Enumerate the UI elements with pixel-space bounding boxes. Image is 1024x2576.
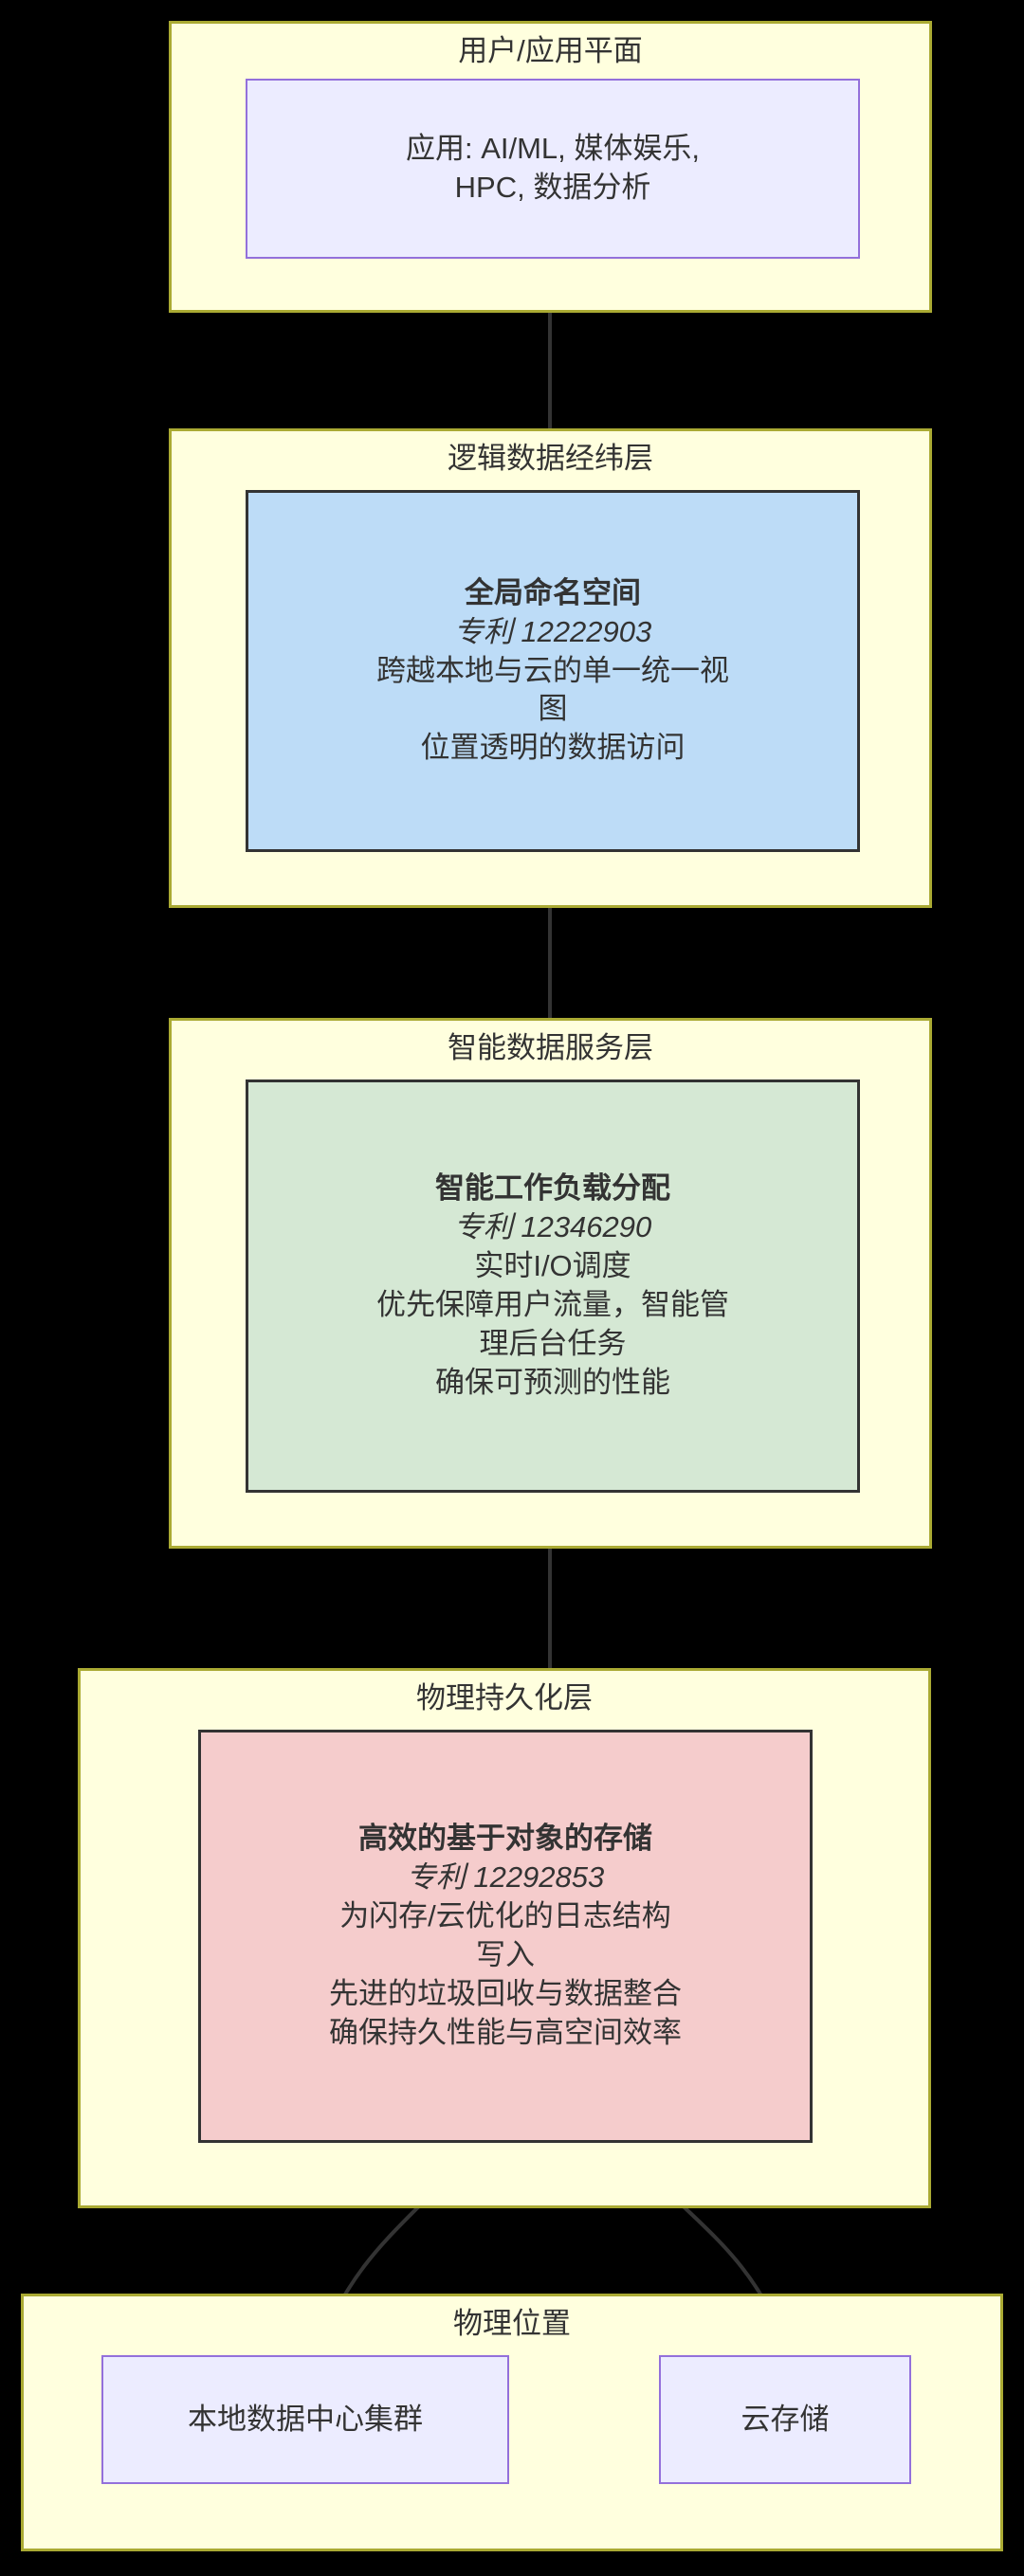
node-efficient-object-based-storage[interactable]: 高效的基于对象的存储 专利 12292853 为闪存/云优化的日志结构 写入 先… — [198, 1730, 813, 2143]
cluster-intelligent-data-services-layer: 智能数据服务层 智能工作负载分配 专利 12346290 实时I/O调度 优先保… — [169, 1018, 932, 1549]
node-efficient-object-based-storage-line-4: 确保持久性能与高空间效率 — [329, 2015, 682, 2049]
cluster-user-application-plane: 用户/应用平面 应用: AI/ML, 媒体娱乐, HPC, 数据分析 — [169, 21, 932, 313]
node-global-namespace-line-1: 跨越本地与云的单一统一视 — [376, 653, 729, 687]
node-global-namespace-line-3: 位置透明的数据访问 — [420, 731, 686, 765]
node-intelligent-workload-allocation-line-3: 理后台任务 — [479, 1326, 627, 1360]
node-global-namespace-line-2: 图 — [538, 692, 568, 726]
cluster-title-user-application-plane: 用户/应用平面 — [458, 34, 643, 67]
cluster-title-physical-location: 物理位置 — [453, 2307, 571, 2340]
node-on-premise-datacenter-cluster[interactable]: 本地数据中心集群 — [101, 2355, 509, 2484]
cluster-title-physical-persistence-layer: 物理持久化层 — [416, 1681, 593, 1714]
node-applications-line-1: 应用: AI/ML, 媒体娱乐, — [405, 132, 701, 166]
node-intelligent-workload-allocation-line-2: 优先保障用户流量，智能管 — [376, 1288, 729, 1321]
node-efficient-object-based-storage-line-2: 写入 — [476, 1938, 535, 1971]
cluster-title-intelligent-data-services-layer: 智能数据服务层 — [448, 1031, 653, 1064]
cluster-title-logical-data-fabric-layer: 逻辑数据经纬层 — [448, 442, 653, 475]
node-efficient-object-based-storage-line-1: 为闪存/云优化的日志结构 — [339, 1899, 671, 1933]
node-applications[interactable]: 应用: AI/ML, 媒体娱乐, HPC, 数据分析 — [246, 79, 860, 259]
cluster-physical-persistence-layer: 物理持久化层 高效的基于对象的存储 专利 12292853 为闪存/云优化的日志… — [78, 1668, 931, 2208]
node-efficient-object-based-storage-patent: 专利 12292853 — [406, 1860, 605, 1895]
node-cloud-storage[interactable]: 云存储 — [659, 2355, 911, 2484]
node-intelligent-workload-allocation[interactable]: 智能工作负载分配 专利 12346290 实时I/O调度 优先保障用户流量，智能… — [246, 1079, 860, 1493]
node-intelligent-workload-allocation-patent: 专利 12346290 — [453, 1210, 652, 1244]
cluster-physical-location: 物理位置 本地数据中心集群 云存储 — [21, 2294, 1003, 2551]
node-efficient-object-based-storage-title: 高效的基于对象的存储 — [358, 1822, 652, 1856]
node-global-namespace[interactable]: 全局命名空间 专利 12222903 跨越本地与云的单一统一视 图 位置透明的数… — [246, 490, 860, 852]
node-efficient-object-based-storage-line-3: 先进的垃圾回收与数据整合 — [329, 1976, 682, 2010]
node-intelligent-workload-allocation-line-1: 实时I/O调度 — [474, 1249, 631, 1283]
node-global-namespace-patent: 专利 12222903 — [453, 614, 652, 648]
node-on-premise-datacenter-cluster-label: 本地数据中心集群 — [188, 2402, 423, 2436]
node-applications-line-2: HPC, 数据分析 — [454, 171, 651, 204]
cluster-logical-data-fabric-layer: 逻辑数据经纬层 全局命名空间 专利 12222903 跨越本地与云的单一统一视 … — [169, 428, 932, 908]
node-cloud-storage-label: 云存储 — [741, 2402, 830, 2436]
node-global-namespace-title: 全局命名空间 — [465, 575, 641, 609]
node-intelligent-workload-allocation-title: 智能工作负载分配 — [435, 1171, 670, 1206]
node-intelligent-workload-allocation-line-4: 确保可预测的性能 — [435, 1365, 670, 1399]
